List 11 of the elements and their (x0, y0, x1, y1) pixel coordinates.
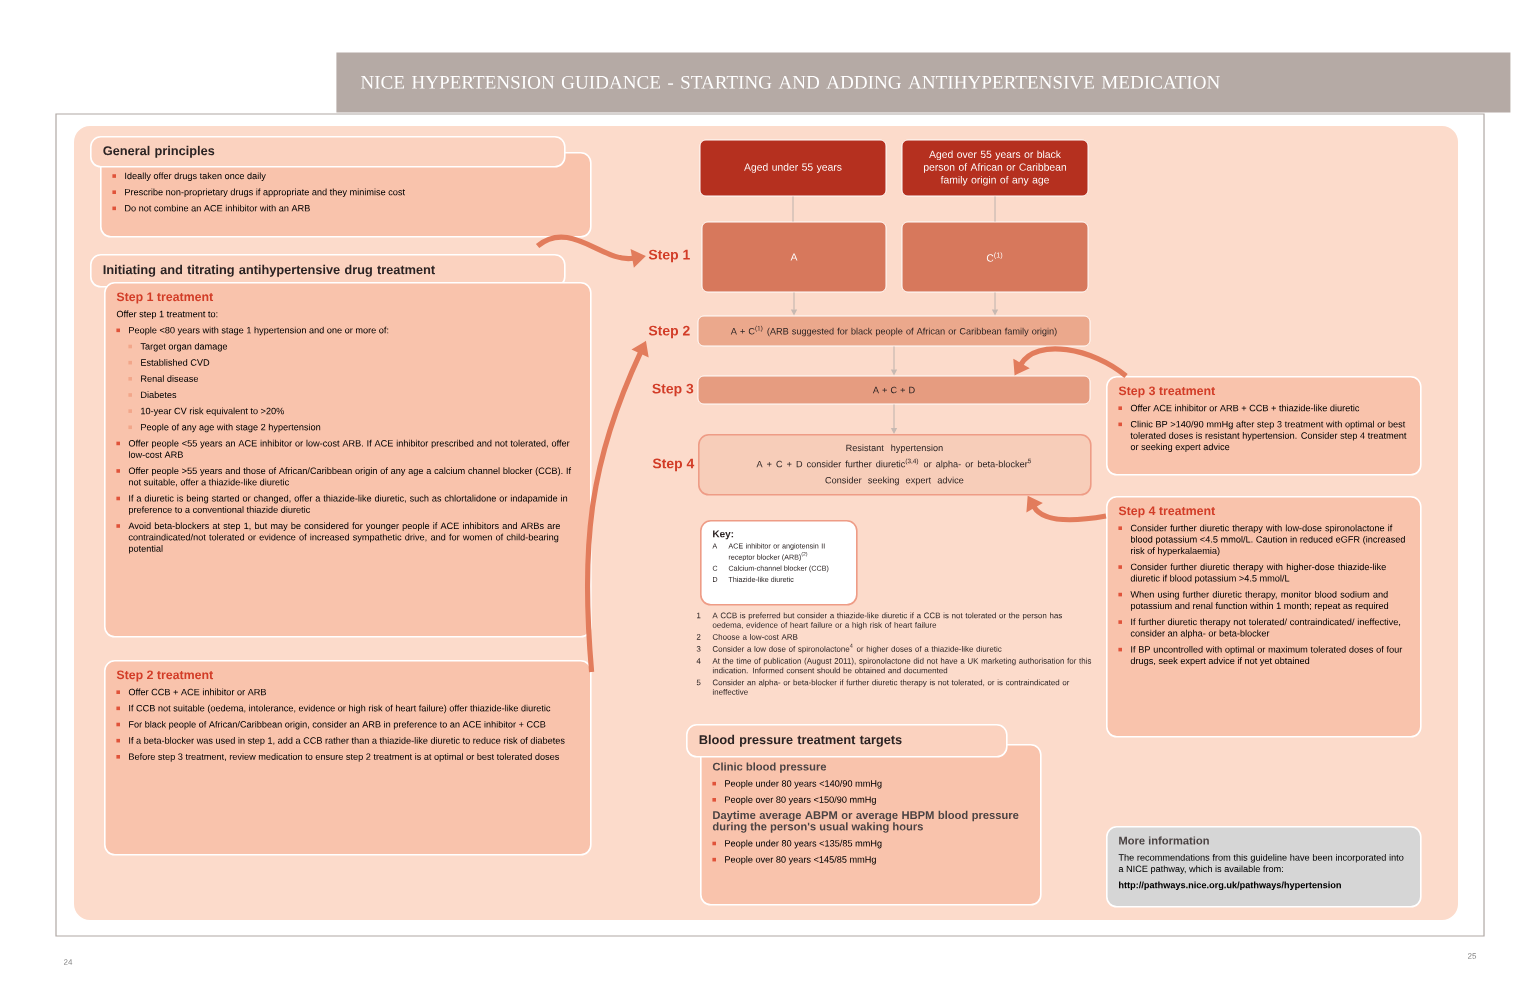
title-bar: NICE HYPERTENSION GUIDANCE - STARTING AND ADDING ANTIHYPERTENSIVE MEDICATION (336, 52, 1511, 113)
info-panel (1106, 826, 1422, 908)
principles-panel (90, 136, 592, 238)
treatment-panel (104, 282, 592, 638)
treatment-panel (1106, 496, 1422, 738)
key-box (700, 520, 858, 606)
arrow (1013, 346, 1128, 379)
step-box (698, 434, 1092, 496)
treatment-panel (1106, 376, 1422, 476)
treatment-panel (104, 660, 592, 856)
targets-panel (686, 724, 1042, 906)
